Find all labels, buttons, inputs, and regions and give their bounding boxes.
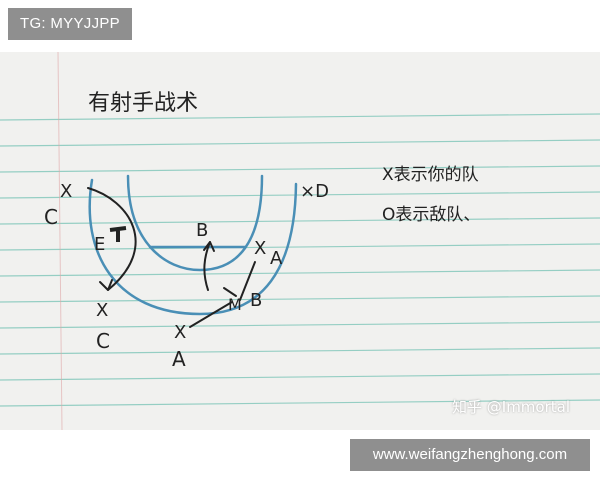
bottom-site-tag: www.weifangzhenghong.com <box>350 439 590 471</box>
zhihu-watermark: 知乎 @Immortal <box>452 398 571 416</box>
margin-line <box>57 52 63 430</box>
c-bottom-letter: C <box>96 329 110 353</box>
notebook-drawing: 有射手战术 X表示你的队 O表示敌队、 X C ×D E B X A M B X… <box>0 52 600 430</box>
legend-line-1: X表示你的队 <box>382 165 479 185</box>
e-letter: E <box>94 234 105 255</box>
paper-rule-lines <box>0 113 600 407</box>
c-bottom-mark: X <box>96 300 108 321</box>
a-bottom-mark: X <box>174 322 186 343</box>
top-channel-tag: TG: MYYJJPP <box>8 8 132 40</box>
a-right-mark: X <box>254 238 266 259</box>
a-bottom-letter: A <box>172 347 186 371</box>
key-arc <box>126 174 264 272</box>
b-top-letter: B <box>196 220 208 241</box>
b-screen-path <box>203 241 211 291</box>
c-cut-path <box>87 187 137 291</box>
a-pass-line <box>189 301 233 328</box>
court-lines <box>88 174 298 316</box>
d-mark: ×D <box>300 181 329 202</box>
b-screen-arrowhead <box>203 241 215 252</box>
hammer-icon <box>109 226 127 242</box>
b-drive-line <box>239 261 256 301</box>
c-cut-arrowhead <box>99 279 113 291</box>
b-bottom-letter: B <box>250 290 262 311</box>
c-top-mark: X <box>60 181 72 202</box>
c-top-letter: C <box>44 205 58 229</box>
three-point-arc <box>88 178 298 316</box>
screen-mark <box>223 287 237 297</box>
note-title: 有射手战术 <box>88 91 198 116</box>
b-bottom-mark: M <box>228 295 242 314</box>
play-paths <box>87 187 256 328</box>
legend-line-2: O表示敌队、 <box>382 205 480 225</box>
a-right-letter: A <box>270 248 283 269</box>
notebook-photo: 有射手战术 X表示你的队 O表示敌队、 X C ×D E B X A M B X… <box>0 52 600 430</box>
